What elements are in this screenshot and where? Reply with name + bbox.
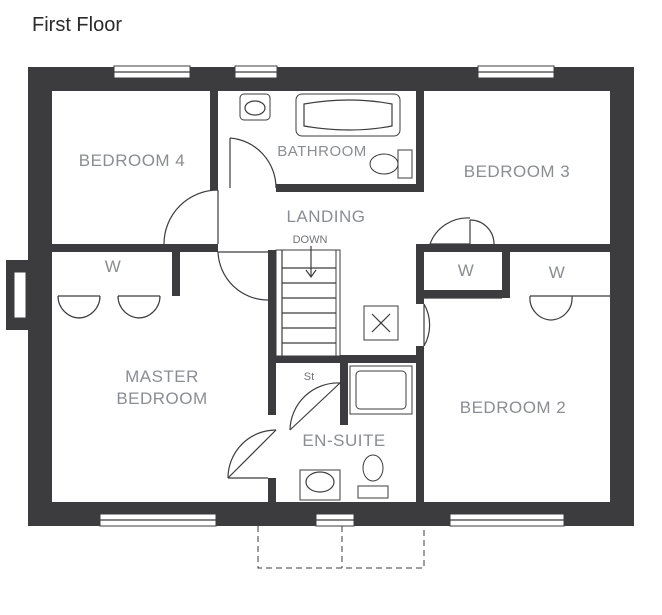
label-landing: LANDING — [286, 207, 365, 226]
floor-title: First Floor — [32, 14, 122, 36]
loft-hatch — [363, 305, 399, 341]
label-bedroom-4: BEDROOM 4 — [79, 151, 186, 170]
windows — [99, 65, 565, 527]
label-wardrobe-master: W — [105, 257, 122, 276]
label-down: DOWN — [293, 234, 328, 246]
label-bedroom-2: BEDROOM 2 — [460, 398, 567, 417]
label-wardrobe-bedroom-2: W — [549, 263, 566, 282]
label-store: St — [304, 371, 314, 383]
bathroom-fixtures — [239, 93, 413, 501]
label-bedroom-3: BEDROOM 3 — [464, 162, 571, 181]
porch-outline — [257, 526, 425, 569]
label-master-line-2: BEDROOM — [116, 389, 207, 408]
staircase — [275, 246, 341, 357]
label-bathroom: BATHROOM — [277, 143, 367, 160]
label-en-suite: EN-SUITE — [302, 431, 385, 450]
label-wardrobe-landing: W — [458, 261, 475, 280]
label-master-line-1: MASTER — [125, 367, 199, 386]
interior-walls — [52, 88, 610, 504]
wardrobes — [57, 295, 610, 321]
doors — [163, 137, 495, 479]
